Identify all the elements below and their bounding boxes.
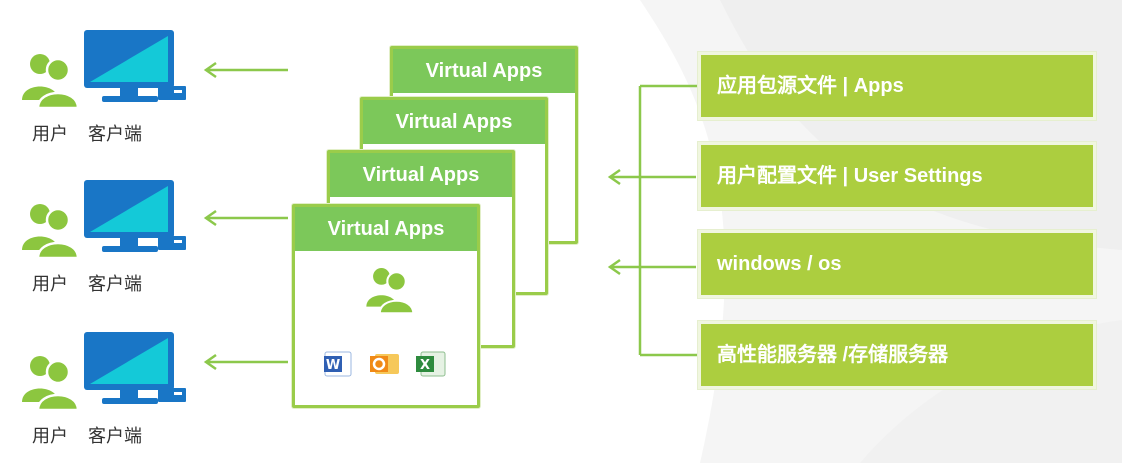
panel-servers: 高性能服务器 /存储服务器	[698, 321, 1096, 389]
client-row-2: 用户客户端	[18, 178, 198, 298]
users-icon	[22, 204, 80, 260]
svg-text:X: X	[420, 358, 430, 373]
excel-icon: X	[416, 351, 446, 377]
client-label: 客户端	[88, 124, 142, 144]
client-caption: 用户客户端	[32, 422, 142, 448]
client-caption: 用户客户端	[32, 120, 142, 146]
user-label: 用户	[32, 124, 68, 144]
svg-text:W: W	[326, 358, 340, 373]
users-icon	[22, 356, 80, 412]
client-label: 客户端	[88, 274, 142, 294]
arrow-to-client-1	[203, 61, 288, 79]
card-title: Virtual Apps	[330, 153, 512, 199]
client-caption: 用户客户端	[32, 270, 142, 296]
arrow-to-cards-1	[607, 168, 696, 186]
client-row-3: 用户客户端	[18, 330, 198, 450]
arrow-to-client-2	[203, 209, 288, 227]
users-icon	[366, 268, 415, 315]
client-row-1: 用户客户端	[18, 28, 198, 148]
connector-bracket	[638, 84, 698, 357]
users-icon	[22, 54, 80, 110]
virtual-apps-card-front: Virtual Apps W X	[292, 204, 480, 408]
monitor-icon	[84, 332, 186, 404]
arrow-to-client-3	[203, 353, 288, 371]
panel-apps: 应用包源文件 | Apps	[698, 52, 1096, 120]
panel-user-settings: 用户配置文件 | User Settings	[698, 142, 1096, 210]
card-title: Virtual Apps	[363, 100, 545, 146]
card-title: Virtual Apps	[393, 49, 575, 95]
monitor-icon	[84, 30, 186, 102]
card-title: Virtual Apps	[295, 207, 477, 253]
arrow-to-cards-2	[607, 258, 696, 276]
outlook-icon	[370, 354, 399, 374]
user-label: 用户	[32, 274, 68, 294]
panel-os: windows / os	[698, 230, 1096, 298]
client-label: 客户端	[88, 426, 142, 446]
monitor-icon	[84, 180, 186, 252]
user-label: 用户	[32, 426, 68, 446]
word-icon: W	[324, 351, 352, 377]
